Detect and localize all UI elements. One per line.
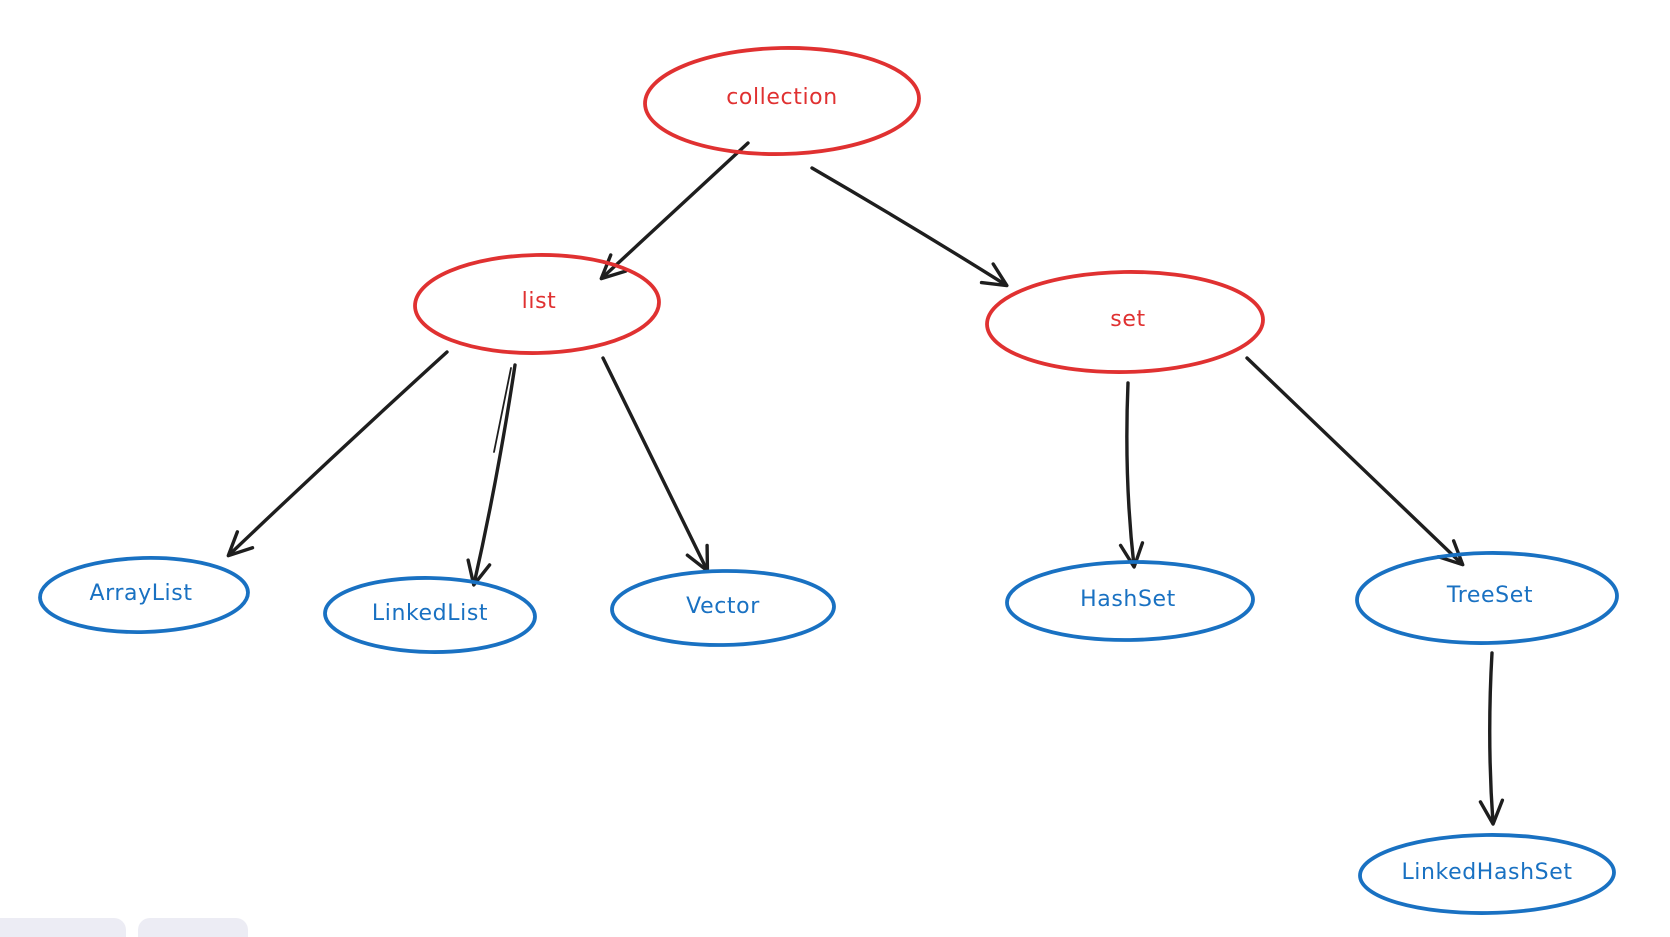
node-treeset[interactable]: TreeSet	[1355, 551, 1619, 646]
zoom-controls-panel[interactable]	[0, 918, 126, 937]
treeset-ellipse[interactable]	[1355, 551, 1619, 646]
treeset-label: TreeSet	[1446, 583, 1533, 608]
edge-list-arraylist[interactable]	[226, 350, 449, 558]
set-label: set	[1110, 307, 1145, 332]
node-collection[interactable]: collection	[643, 45, 921, 157]
node-list[interactable]: list	[413, 253, 661, 355]
set-ellipse[interactable]	[985, 270, 1265, 375]
bottom-toolbar	[0, 918, 248, 937]
edge-set-treeset[interactable]	[1245, 356, 1465, 567]
node-arraylist[interactable]: ArrayList	[38, 555, 250, 634]
edge-list-linkedlist[interactable]	[466, 363, 517, 587]
list-ellipse[interactable]	[413, 253, 661, 355]
undo-redo-panel[interactable]	[138, 918, 248, 937]
collection-label: collection	[726, 85, 838, 110]
collection-ellipse[interactable]	[643, 45, 921, 157]
hashset-label: HashSet	[1080, 587, 1176, 612]
edge-collection-list[interactable]	[599, 141, 750, 281]
node-linkedlist[interactable]: LinkedList	[323, 576, 537, 654]
node-linkedhashset[interactable]: LinkedHashSet	[1358, 833, 1616, 915]
linkedhashset-label: LinkedHashSet	[1401, 860, 1572, 885]
edge-list-vector[interactable]	[601, 356, 710, 573]
linkedlist-ellipse[interactable]	[323, 576, 537, 654]
hashset-ellipse[interactable]	[1005, 560, 1255, 642]
edge-list-linkedlist-sketch-stroke	[493, 367, 512, 453]
node-set[interactable]: set	[985, 270, 1265, 375]
linkedhashset-ellipse[interactable]	[1358, 833, 1616, 915]
list-label: list	[522, 289, 557, 314]
arraylist-label: ArrayList	[89, 581, 192, 606]
vector-ellipse[interactable]	[610, 569, 836, 647]
node-hashset[interactable]: HashSet	[1005, 560, 1255, 642]
edges	[226, 141, 1505, 826]
vector-label: Vector	[686, 594, 760, 619]
edge-set-hashset[interactable]	[1118, 381, 1145, 569]
linkedlist-label: LinkedList	[372, 601, 488, 626]
edge-collection-set[interactable]	[810, 166, 1009, 288]
arraylist-ellipse[interactable]	[38, 555, 250, 634]
edge-treeset-linkedhashset[interactable]	[1478, 651, 1505, 826]
node-vector[interactable]: Vector	[610, 569, 836, 647]
